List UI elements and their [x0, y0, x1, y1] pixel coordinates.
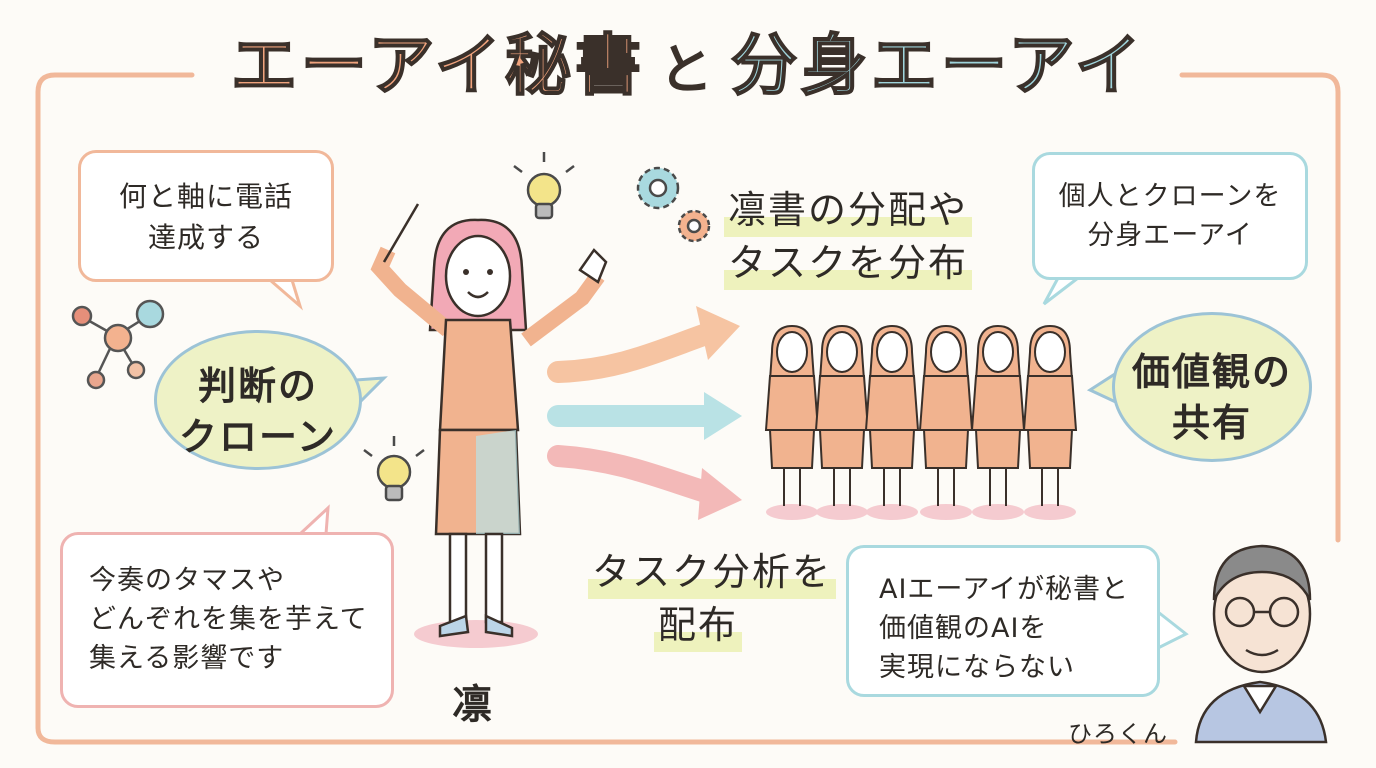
bubble-text: 実現にならない — [879, 652, 1075, 684]
clone-figure — [864, 324, 920, 520]
presenter-signature: ひろくん — [1068, 720, 1168, 748]
bubble-tail-bl — [298, 504, 330, 536]
label-text: タスク分析を — [588, 546, 837, 600]
gear-icon — [636, 166, 711, 243]
clone-figure — [764, 324, 820, 520]
bubble-text: 達成する — [147, 220, 264, 254]
distribution-label-bottom: タスク分析を 配布 — [588, 546, 837, 653]
title-connector: と — [659, 38, 717, 101]
clone-figure — [970, 324, 1026, 520]
label-text: 凛書の分配や — [724, 184, 973, 238]
oval-text: クローン — [178, 415, 338, 460]
title-part-1: エーアイ秘書 — [230, 27, 645, 104]
network-icon — [71, 299, 165, 390]
arrow-pink — [547, 445, 723, 505]
clone-figure — [814, 324, 870, 520]
arrow-orange-head — [696, 306, 740, 360]
frame-left — [35, 72, 1178, 745]
oval-text: 判断の — [197, 364, 318, 408]
arrow-pink-head — [698, 468, 742, 520]
bubble-text: 分身エーアイ — [1087, 220, 1253, 252]
presenter-avatar — [1194, 544, 1328, 744]
lightbulb-icon — [513, 152, 575, 220]
speech-bubble-top-right: 個人とクローンを 分身エーアイ — [1032, 152, 1308, 280]
bubble-text: AIエーアイが秘書と — [879, 574, 1130, 605]
lightbulb-icon — [363, 436, 425, 502]
title-part-2: 分身エーアイ — [730, 27, 1146, 104]
bubble-tail-br — [1157, 610, 1189, 650]
character-name: 凛 — [452, 682, 492, 728]
main-character-figure — [370, 203, 608, 648]
page-title: エーアイ秘書と分身エーアイ — [0, 27, 1376, 104]
speech-bubble-bottom-left: 今奏のタマスや どんぞれを集を芋えて 集える影響です — [60, 532, 394, 708]
bubble-tail-tr — [1042, 276, 1079, 306]
frame-right — [1179, 72, 1341, 543]
bubble-text: 集える影響です — [89, 643, 285, 675]
bubble-text: 何と軸に電話 — [118, 180, 293, 213]
bubble-tail-tl — [269, 278, 303, 311]
arrow-blue-head — [704, 392, 742, 440]
oval-tail-left — [355, 376, 388, 404]
bubble-text: 個人とクローンを — [1058, 181, 1282, 212]
clone-group — [764, 324, 1078, 520]
clone-figure — [918, 324, 974, 520]
speech-bubble-bottom-right: AIエーアイが秘書と 価値観のAIを 実現にならない — [846, 545, 1160, 697]
arrow-orange — [547, 321, 723, 383]
label-text: タスクを分布 — [724, 237, 973, 291]
speech-bubble-top-left: 何と軸に電話 達成する — [78, 150, 334, 282]
clone-figure — [1022, 324, 1078, 520]
thought-oval-right: 価値観の 共有 — [1112, 312, 1312, 462]
label-text: 配布 — [653, 599, 742, 653]
bubble-text: 価値観のAIを — [879, 613, 1048, 645]
bubble-text: 今奏のタマスや — [89, 565, 285, 596]
oval-text: 共有 — [1171, 401, 1252, 446]
oval-text: 価値観の — [1131, 350, 1292, 394]
thought-oval-left: 判断の クローン — [154, 330, 362, 470]
bubble-text: どんぞれを集を芋えて — [89, 604, 368, 636]
distribution-label-top: 凛書の分配や タスクを分布 — [724, 184, 973, 291]
